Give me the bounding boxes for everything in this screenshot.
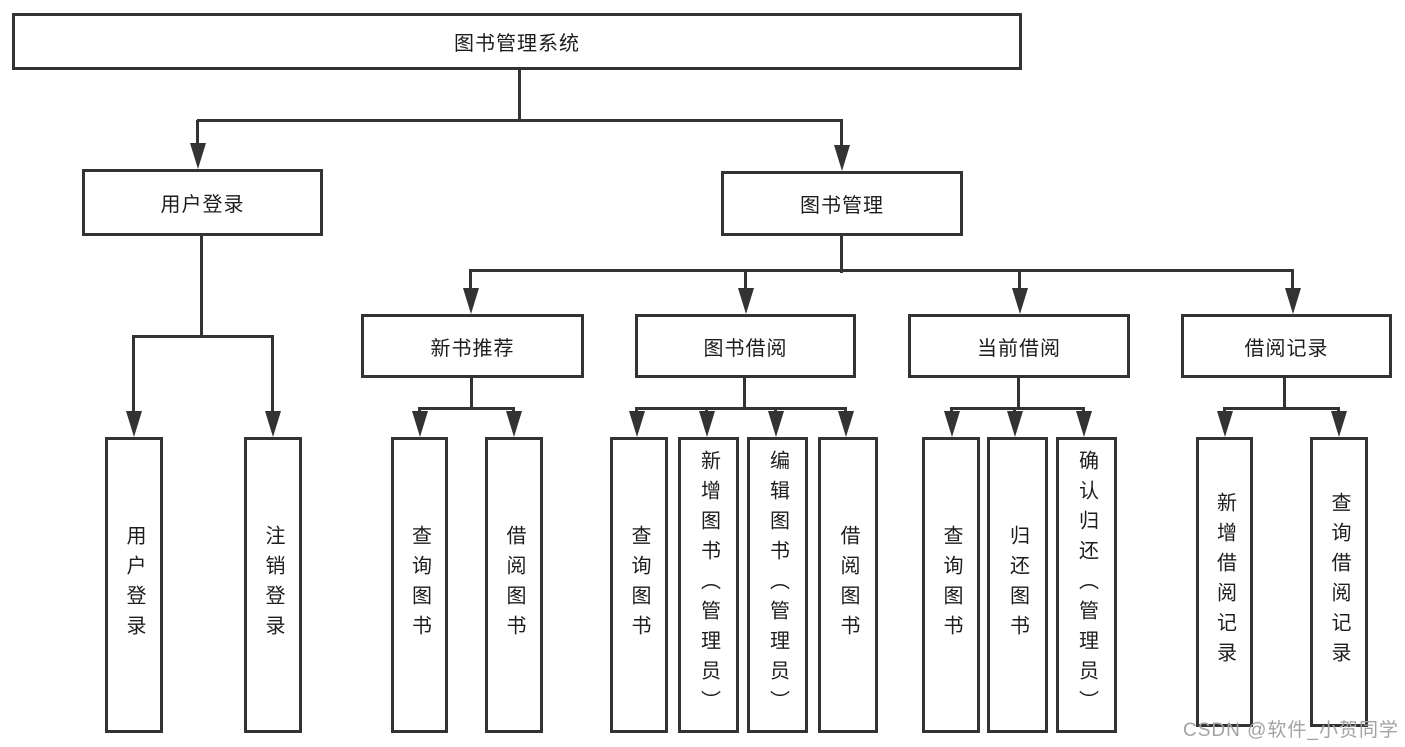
- node-newbook-query-books: 查询图书: [391, 437, 448, 733]
- arrowhead-down-icon: [838, 411, 854, 437]
- connector-line-horizontal: [418, 407, 515, 410]
- node-current-borrowing: 当前借阅: [908, 314, 1130, 378]
- node-newbook-borrow-books: 借阅图书: [485, 437, 543, 733]
- connector-line-horizontal: [132, 335, 274, 338]
- arrowhead-down-icon: [768, 411, 784, 437]
- arrowhead-down-icon: [190, 143, 206, 169]
- arrowhead-down-icon: [1285, 288, 1301, 314]
- node-borrow-borrow-books-label: 借阅图书: [837, 525, 859, 645]
- node-record-add-borrow-record: 新增借阅记录: [1196, 437, 1253, 727]
- node-current-confirm-return-admin-label: 确认归还（管理员）: [1075, 450, 1098, 720]
- node-library-management-system: 图书管理系统: [12, 13, 1022, 70]
- node-current-query-books-label: 查询图书: [940, 525, 962, 645]
- node-book-borrowing: 图书借阅: [635, 314, 856, 378]
- arrowhead-down-icon: [944, 411, 960, 437]
- arrowhead-down-icon: [1331, 411, 1347, 437]
- node-user-login-leaf: 用户登录: [105, 437, 163, 733]
- node-record-query-borrow-record: 查询借阅记录: [1310, 437, 1368, 727]
- node-current-return-books: 归还图书: [987, 437, 1048, 733]
- node-user-login-leaf-label: 用户登录: [123, 525, 145, 645]
- node-logout-leaf: 注销登录: [244, 437, 302, 733]
- connector-line-vertical: [1283, 376, 1286, 410]
- node-book-management-label: 图书管理: [800, 195, 884, 217]
- csdn-watermark: CSDN @软件_小贺同学: [1183, 720, 1399, 741]
- connector-line-horizontal: [197, 119, 843, 122]
- node-borrow-edit-books-admin: 编辑图书（管理员）: [747, 437, 808, 733]
- arrowhead-down-icon: [506, 411, 522, 437]
- arrowhead-down-icon: [265, 411, 281, 437]
- node-borrow-add-books-admin-label: 新增图书（管理员）: [697, 450, 720, 720]
- connector-line-vertical: [196, 120, 199, 162]
- node-user-login-label: 用户登录: [160, 194, 245, 216]
- node-new-book-recommend: 新书推荐: [361, 314, 584, 378]
- node-borrow-edit-books-admin-label: 编辑图书（管理员）: [766, 450, 789, 720]
- node-borrow-records: 借阅记录: [1181, 314, 1392, 378]
- arrowhead-down-icon: [699, 411, 715, 437]
- node-borrow-borrow-books: 借阅图书: [818, 437, 878, 733]
- node-book-borrowing-label: 图书借阅: [703, 337, 788, 360]
- connector-line-horizontal: [469, 269, 1294, 272]
- node-logout-leaf-label: 注销登录: [262, 525, 284, 645]
- node-borrow-records-label: 借阅记录: [1244, 337, 1329, 360]
- node-current-return-books-label: 归还图书: [1006, 525, 1029, 645]
- node-library-management-system-label: 图书管理系统: [454, 33, 580, 55]
- arrowhead-down-icon: [1012, 288, 1028, 314]
- node-user-login: 用户登录: [82, 169, 323, 236]
- node-new-book-recommend-label: 新书推荐: [430, 337, 515, 360]
- node-record-query-borrow-record-label: 查询借阅记录: [1328, 492, 1350, 672]
- node-borrow-query-books: 查询图书: [610, 437, 668, 733]
- connector-line-vertical: [840, 120, 843, 164]
- connector-line-vertical: [840, 233, 843, 273]
- connector-line-horizontal: [1223, 407, 1340, 410]
- connector-line-vertical: [744, 271, 747, 296]
- arrowhead-down-icon: [1007, 411, 1023, 437]
- node-newbook-borrow-books-label: 借阅图书: [503, 525, 525, 645]
- connector-line-horizontal: [950, 407, 1085, 410]
- node-current-confirm-return-admin: 确认归还（管理员）: [1056, 437, 1117, 733]
- connector-line-vertical: [1017, 376, 1020, 410]
- arrowhead-down-icon: [412, 411, 428, 437]
- connector-line-vertical: [469, 271, 472, 296]
- connector-line-horizontal: [635, 407, 847, 410]
- connector-line-vertical: [1018, 271, 1021, 296]
- connector-line-vertical: [743, 376, 746, 410]
- node-newbook-query-books-label: 查询图书: [408, 525, 431, 645]
- arrowhead-down-icon: [738, 288, 754, 314]
- node-book-management: 图书管理: [721, 171, 963, 236]
- connector-line-vertical: [132, 336, 135, 416]
- connector-line-vertical: [518, 70, 521, 122]
- arrowhead-down-icon: [629, 411, 645, 437]
- node-current-borrowing-label: 当前借阅: [977, 337, 1061, 360]
- connector-line-vertical: [200, 233, 203, 338]
- node-borrow-query-books-label: 查询图书: [628, 525, 650, 645]
- node-record-add-borrow-record-label: 新增借阅记录: [1213, 492, 1236, 672]
- connector-line-vertical: [470, 376, 473, 410]
- arrowhead-down-icon: [1076, 411, 1092, 437]
- connector-line-vertical: [1291, 271, 1294, 296]
- node-borrow-add-books-admin: 新增图书（管理员）: [678, 437, 739, 733]
- connector-line-vertical: [271, 336, 274, 416]
- arrowhead-down-icon: [1217, 411, 1233, 437]
- arrowhead-down-icon: [834, 145, 850, 171]
- arrowhead-down-icon: [126, 411, 142, 437]
- node-current-query-books: 查询图书: [922, 437, 980, 733]
- arrowhead-down-icon: [463, 288, 479, 314]
